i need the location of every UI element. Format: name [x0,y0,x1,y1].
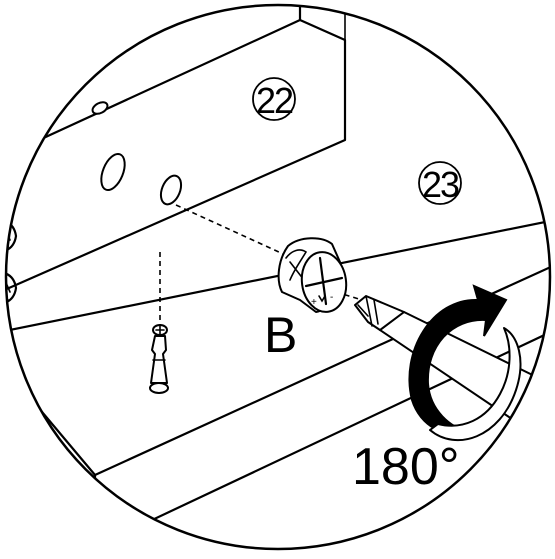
top-hole [91,101,109,115]
callout-23: 23 [418,161,462,205]
cam-lock-icon: + - [277,237,348,313]
bolt-hole [159,174,183,206]
cam-bolt-icon [149,324,169,394]
part-22-label: 22 [256,80,293,121]
part-23-label: 23 [422,164,459,205]
clockwise-arrow-icon [408,284,522,442]
callout-22: 22 [252,77,296,121]
cam-mark-plus: + [311,297,317,308]
cam-mark-minus: - [330,292,333,303]
cam-hole [100,152,126,192]
side-bolt-icon [6,218,18,306]
rotation-angle-label: 180° [352,438,460,496]
magnifier-outline [4,3,552,551]
fitting-letter-b: B [264,307,297,363]
